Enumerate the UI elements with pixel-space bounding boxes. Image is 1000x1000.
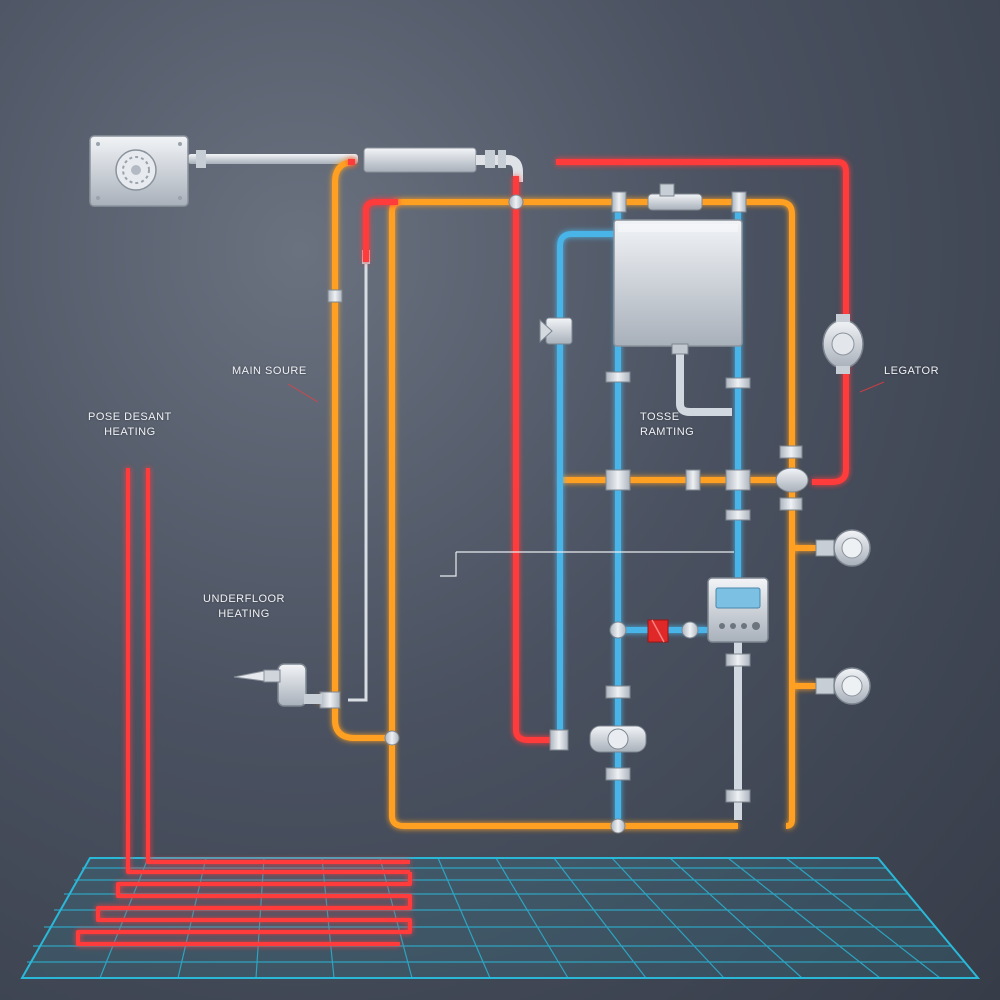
pose-desant-label-line2: HEATING [104,426,156,438]
main-source-label: MAIN SOURE [232,365,307,377]
tosse-label-line1: TOSSE [640,411,680,423]
dial-panel-icon [89,135,189,207]
tosse-label-line2: RAMTING [640,426,695,438]
underfloor-heating-label: UNDERFLOOR HEATING [203,592,285,622]
callout-lines [440,551,734,577]
underfloor-manifold [233,663,322,707]
boiler-tank-icon [613,219,743,355]
cross-fitting [589,725,647,753]
metal-supply-pipe [188,147,523,182]
pressure-gauge-icon [815,529,871,567]
circulation-pump-icon [822,314,864,374]
metal-return-tube [348,250,370,702]
pipe-fittings [319,191,803,834]
hot-pipes [348,159,849,743]
thermostat-display-icon [707,577,769,643]
underfloor-label-line2: HEATING [218,608,270,620]
pressure-gauge-icon [815,667,871,705]
underfloor-coil [76,468,412,946]
legator-label: LEGATOR [884,365,940,377]
underfloor-label-line1: UNDERFLOOR [203,593,286,605]
pose-desant-label-line1: POSE DESANT [88,411,172,423]
check-valve [539,317,573,345]
mixing-valve [647,619,669,643]
top-valve [647,183,703,211]
tosse-label: TOSSE RAMTING [640,410,694,440]
label-pointers [287,381,885,403]
pose-desant-label: POSE DESANT HEATING [88,410,172,440]
distribution-valve [775,467,809,493]
